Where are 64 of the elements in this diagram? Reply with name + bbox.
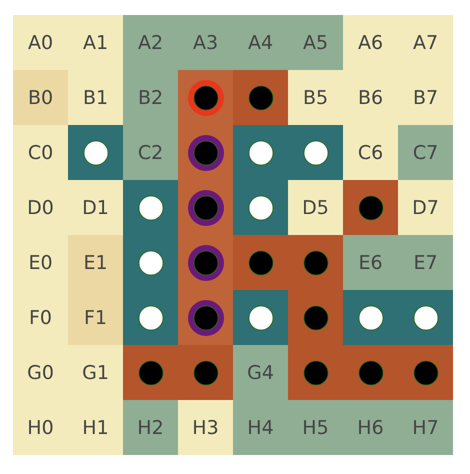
dot [302, 360, 328, 386]
grid-cell: A2 [123, 15, 178, 70]
grid-cell: H3 [178, 400, 233, 455]
dot [248, 84, 274, 110]
grid-cell: E7 [398, 235, 453, 290]
dot [138, 250, 164, 276]
grid-cell: B5 [288, 70, 343, 125]
grid-cell: A6 [343, 15, 398, 70]
grid-cell: A3 [178, 15, 233, 70]
dot [412, 360, 438, 386]
grid-cell: H4 [233, 400, 288, 455]
grid-cell: A0 [13, 15, 68, 70]
grid-cell: B6 [343, 70, 398, 125]
dot [248, 304, 274, 330]
grid-cell: A1 [68, 15, 123, 70]
grid-cell: G4 [233, 345, 288, 400]
grid-cell: B1 [68, 70, 123, 125]
grid-cell: H1 [68, 400, 123, 455]
grid-cell: D0 [13, 180, 68, 235]
ringed-dot [188, 80, 224, 116]
ringed-dot [188, 244, 224, 280]
dot [358, 194, 384, 220]
ringed-dot [188, 300, 224, 336]
ringed-dot [188, 190, 224, 226]
dot [412, 304, 438, 330]
grid-cell: H7 [398, 400, 453, 455]
grid-cell: C0 [13, 125, 68, 180]
grid-cell: E1 [68, 235, 123, 290]
grid-cell: C2 [123, 125, 178, 180]
grid-cell: B2 [123, 70, 178, 125]
grid-cell: E6 [343, 235, 398, 290]
grid-cell: C6 [343, 125, 398, 180]
grid-cell: H5 [288, 400, 343, 455]
grid-cell: F1 [68, 290, 123, 345]
dot [138, 304, 164, 330]
dot [358, 304, 384, 330]
grid-cell: B7 [398, 70, 453, 125]
grid-cell: D5 [288, 180, 343, 235]
dot [248, 194, 274, 220]
grid-cell: A5 [288, 15, 343, 70]
dot [82, 140, 108, 166]
grid-cell: E0 [13, 235, 68, 290]
grid-cell: H2 [123, 400, 178, 455]
grid-cell: D7 [398, 180, 453, 235]
dot [248, 140, 274, 166]
dot [358, 360, 384, 386]
dot [302, 250, 328, 276]
grid-cell: D1 [68, 180, 123, 235]
dot [138, 360, 164, 386]
dot [302, 140, 328, 166]
dot [248, 250, 274, 276]
grid-cell: A7 [398, 15, 453, 70]
dot [302, 304, 328, 330]
ringed-dot [188, 134, 224, 170]
grid-cell: G0 [13, 345, 68, 400]
dot [138, 194, 164, 220]
grid-cell: B0 [13, 70, 68, 125]
grid-cell: F0 [13, 290, 68, 345]
dot [192, 360, 218, 386]
grid-cell: H0 [13, 400, 68, 455]
grid-cell: G1 [68, 345, 123, 400]
grid-cell: H6 [343, 400, 398, 455]
grid-cell: A4 [233, 15, 288, 70]
grid-cell: C7 [398, 125, 453, 180]
